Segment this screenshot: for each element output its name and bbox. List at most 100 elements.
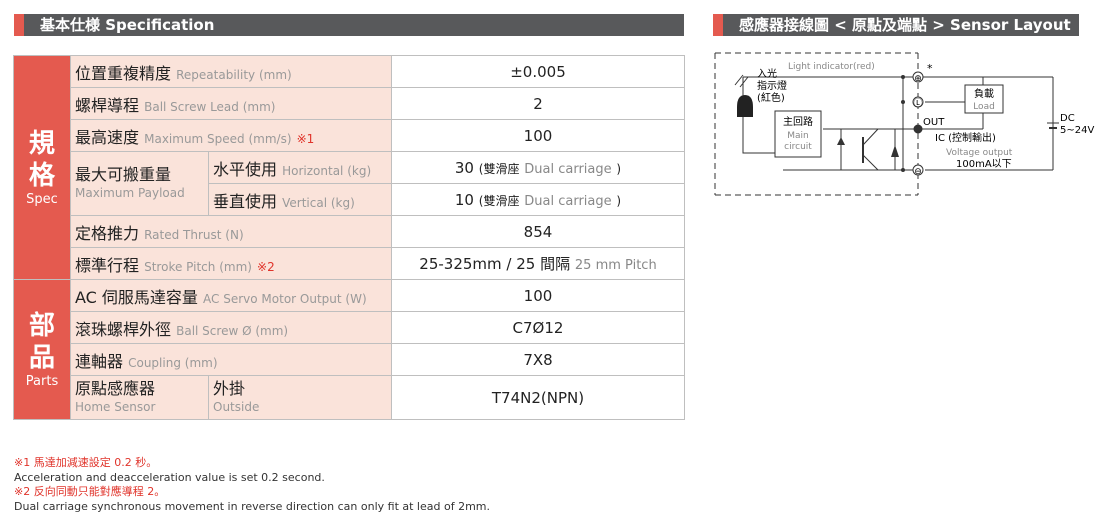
label-zh: 位置重複精度	[75, 63, 172, 83]
ic-label: IC (控制輸出)	[935, 131, 996, 144]
value-en-note: Dual carriage	[524, 161, 612, 177]
parts-side-label: 部 品 Parts	[13, 279, 71, 420]
junction-dot	[901, 100, 905, 104]
header-accent	[14, 14, 24, 36]
sensor-header: 感應器接線圖 < 原點及端點 > Sensor Layout	[713, 14, 1079, 36]
horizontal-value: 30 (雙滑座 Dual carriage )	[391, 151, 685, 184]
label-zh: 原點感應器	[75, 378, 156, 398]
note-2-zh: ※2 反向同動只能對應導程 2。	[14, 485, 166, 498]
label-en: Maximum Speed (mm/s)	[144, 131, 292, 146]
label-zh: 垂直使用	[213, 191, 278, 211]
label-zh: 最大可搬重量	[75, 164, 172, 184]
light-arrow	[739, 76, 749, 88]
spec-header-title: 基本仕様 Specification	[40, 16, 215, 34]
value-num: 25-325mm / 25	[419, 255, 536, 273]
indicator-red-label: (紅色)	[757, 91, 785, 104]
out-label: OUT	[923, 117, 945, 128]
table-row: 原點感應器 Home Sensor 外掛 Outside T74N2(NPN)	[14, 375, 685, 420]
paren: (	[478, 193, 484, 208]
load-zh: 負載	[974, 88, 994, 100]
spec-side-label: 規 格 Spec	[13, 55, 71, 280]
table-row: 連軸器 Coupling (mm) 7X8	[14, 343, 685, 376]
label-en: Ball Screw Ø (mm)	[176, 323, 289, 338]
label-en: Maximum Payload	[75, 185, 185, 200]
l-symbol: Ⓛ	[913, 98, 922, 109]
screw-value: C7Ø12	[391, 311, 685, 344]
label-en: Repeatability (mm)	[176, 67, 292, 82]
value-num: 30	[454, 158, 474, 177]
label-zh: 最高速度	[75, 127, 140, 147]
label-en: Home Sensor	[75, 399, 156, 414]
label-zh: 外掛	[213, 378, 246, 398]
thrust-label: 定格推力 Rated Thrust (N)	[70, 215, 392, 248]
load-box	[964, 84, 1004, 114]
side-char: 規	[28, 129, 55, 159]
label-en: Coupling (mm)	[128, 355, 218, 370]
star-mark: *	[927, 62, 933, 75]
label-zh: 連軸器	[75, 351, 124, 371]
note-ref: ※2	[257, 259, 275, 274]
label-zh: 定格推力	[75, 223, 140, 243]
vertical-label: 垂直使用 Vertical (kg)	[208, 183, 392, 216]
stroke-label: 標準行程 Stroke Pitch (mm) ※2	[70, 247, 392, 280]
sensor-header-title: 感應器接線圖 < 原點及端點 > Sensor Layout	[739, 16, 1071, 34]
main-circuit-zh: 主回路	[783, 115, 813, 128]
label-en: Rated Thrust (N)	[144, 227, 244, 242]
table-row: 規 格 Spec 位置重複精度 Repeatability (mm) ±0.00…	[13, 55, 685, 280]
motor-label: AC 伺服馬達容量 AC Servo Motor Output (W)	[70, 279, 392, 312]
side-char: 品	[28, 343, 55, 373]
transistor-icon	[862, 154, 879, 171]
light-indicator-label: Light indicator(red)	[788, 62, 875, 72]
dc-label: DC	[1060, 113, 1075, 124]
junction-dot	[901, 75, 905, 79]
home-sub-label: 外掛 Outside	[208, 375, 392, 420]
side-en: Spec	[26, 192, 58, 207]
dc-range-label: 5~24V	[1060, 125, 1094, 136]
lead-value: 2	[391, 87, 685, 120]
note-1-zh: ※1 馬達加減速設定 0.2 秒。	[14, 456, 158, 469]
plus-terminal	[912, 71, 924, 83]
label-en: Vertical (kg)	[282, 195, 355, 210]
value-en-note: Dual carriage	[524, 193, 612, 209]
l-terminal	[912, 96, 924, 108]
label-en: Ball Screw Lead (mm)	[144, 99, 276, 114]
horizontal-label: 水平使用 Horizontal (kg)	[208, 151, 392, 184]
label-zh: 滾珠螺桿外徑	[75, 319, 172, 339]
table-row: 最高速度 Maximum Speed (mm/s) ※1 100	[14, 119, 685, 152]
indicator-label: 指示燈	[757, 79, 787, 92]
table-row: 定格推力 Rated Thrust (N) 854	[14, 215, 685, 248]
paren: )	[616, 193, 622, 208]
transistor-icon	[862, 128, 879, 146]
side-en: Parts	[25, 374, 59, 389]
incident-light-label: 入光	[757, 67, 777, 80]
coupling-label: 連軸器 Coupling (mm)	[70, 343, 392, 376]
paren: (	[478, 161, 484, 176]
light-arrow	[734, 74, 744, 86]
label-en: Stroke Pitch (mm)	[144, 259, 252, 274]
screw-label: 滾珠螺桿外徑 Ball Screw Ø (mm)	[70, 311, 392, 344]
table-row: 滾珠螺桿外徑 Ball Screw Ø (mm) C7Ø12	[14, 311, 685, 344]
home-label: 原點感應器 Home Sensor	[70, 375, 209, 420]
table-row: 螺桿導程 Ball Screw Lead (mm) 2	[14, 87, 685, 120]
stroke-value: 25-325mm / 25 間隔 25 mm Pitch	[391, 247, 685, 280]
main-circuit-en: Main	[787, 131, 809, 141]
label-zh: 標準行程	[75, 255, 140, 275]
minus-symbol: ⊖	[914, 167, 922, 177]
main-circuit-box	[774, 110, 822, 158]
payload-label: 最大可搬重量 Maximum Payload	[70, 151, 209, 216]
main-circuit-en: circuit	[784, 142, 812, 152]
side-char: 部	[28, 311, 55, 341]
label-zh: AC 伺服馬達容量	[75, 287, 198, 307]
minus-terminal	[912, 164, 924, 176]
load-en: Load	[973, 102, 995, 112]
spec-header: 基本仕様 Specification	[14, 14, 684, 36]
home-value: T74N2(NPN)	[391, 375, 685, 420]
header-accent	[713, 14, 723, 36]
current-label: 100mA以下	[956, 159, 1012, 170]
label-zh: 水平使用	[213, 159, 278, 179]
vertical-value: 10 (雙滑座 Dual carriage )	[391, 183, 685, 216]
repeatability-label: 位置重複精度 Repeatability (mm)	[70, 55, 392, 88]
repeatability-value: ±0.005	[391, 55, 685, 88]
motor-value: 100	[391, 279, 685, 312]
table-row: 部 品 Parts AC 伺服馬達容量 AC Servo Motor Outpu…	[13, 279, 685, 420]
